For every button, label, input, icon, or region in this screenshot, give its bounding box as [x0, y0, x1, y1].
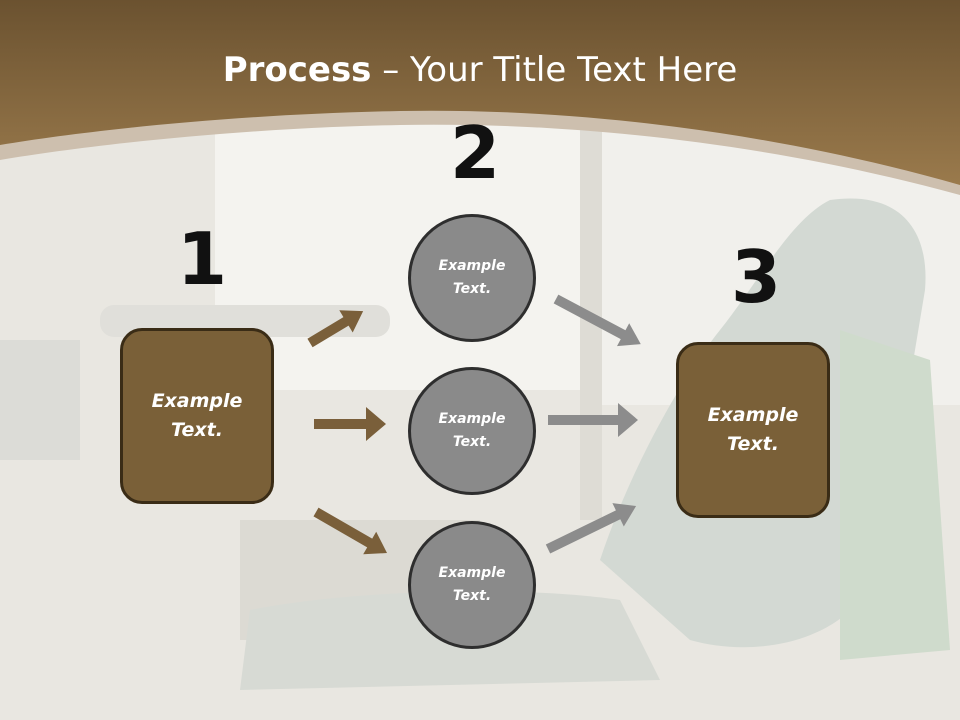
step-2-circle-top-text: Example Text. — [438, 258, 506, 297]
step-3-box-text: Example Text. — [707, 404, 799, 455]
arrow-circle-middle-to-box3 — [548, 403, 638, 437]
step-2-circle-middle: Example Text. — [408, 367, 536, 495]
step-1-box: Example Text. — [120, 328, 274, 504]
arrow-box1-to-circle-middle — [314, 407, 386, 441]
arrow-box1-to-circle-top — [307, 310, 364, 348]
step-1-box-text: Example Text. — [151, 390, 243, 441]
title-rest: – Your Title Text Here — [371, 50, 738, 90]
slide-title: Process – Your Title Text Here — [0, 50, 960, 90]
title-bold-word: Process — [222, 50, 372, 90]
step-2-circle-top: Example Text. — [408, 214, 536, 342]
step-2-circle-bottom-text: Example Text. — [438, 565, 506, 604]
step-number-2: 2 — [450, 111, 501, 195]
arrow-circle-top-to-box3 — [553, 294, 641, 347]
arrow-box1-to-circle-bottom — [313, 507, 388, 555]
step-3-box: Example Text. — [676, 342, 830, 518]
step-2-circle-middle-text: Example Text. — [438, 411, 506, 450]
step-number-3: 3 — [731, 235, 782, 319]
arrow-circle-bottom-to-box3 — [545, 503, 637, 554]
step-number-1: 1 — [177, 217, 228, 301]
step-2-circle-bottom: Example Text. — [408, 521, 536, 649]
